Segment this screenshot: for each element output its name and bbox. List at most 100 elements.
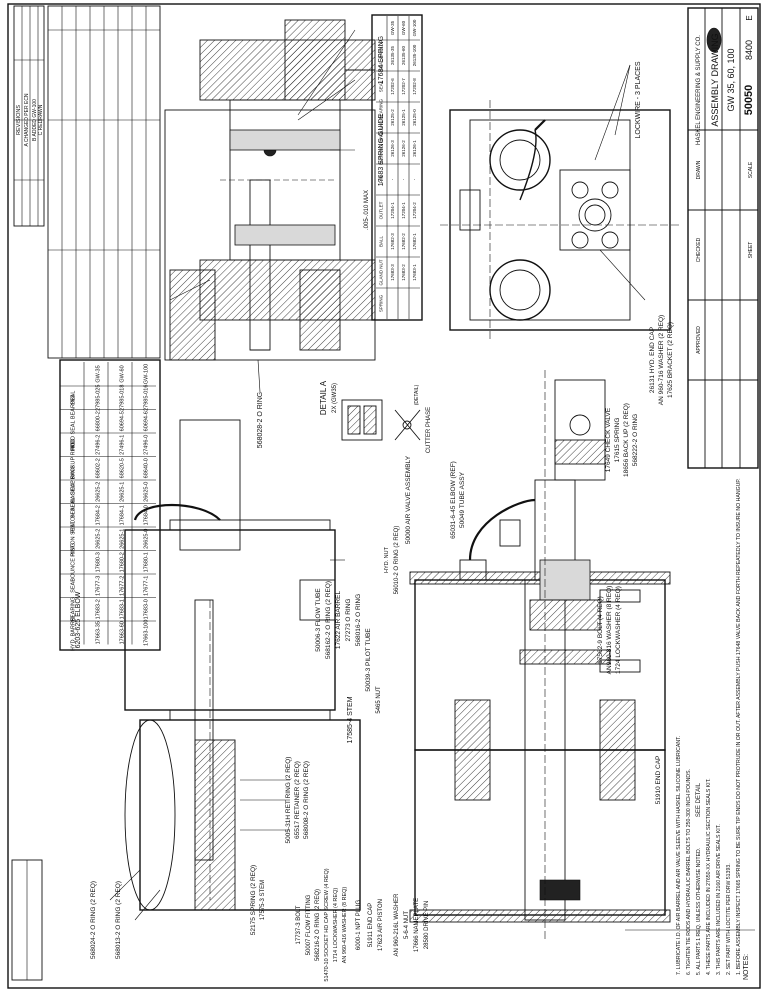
detail-a-leaders [169,29,356,393]
label-spring-17615: 17615 SPRING [614,418,621,463]
top-table-cell: 17663-100 [144,620,150,646]
detail-a-view [164,19,376,361]
top-table-cell: 27496-0 [144,435,150,455]
top-table-cell: 27985-016 [144,385,150,411]
lower-table-header: OUTLET [379,201,384,219]
lower-table-cell: 26126-2 [401,140,406,157]
top-table-cell: 17684-0 [144,505,150,525]
revision-header: REVISIONS [16,105,22,135]
top-table-cell: 27496-1 [120,435,126,455]
label-air-barrel: 17622 AIR BARREL [335,591,342,650]
company-name: HASKEL ENGINEERING & SUPPLY CO. [696,35,702,145]
revision-row-3: C REDRAWN [38,104,44,135]
label-flow-tube: 50006-3 FLOW TUBE [315,588,322,652]
label-oring-568028: 568028-2 O RING [257,392,264,448]
top-table-cell: 26625-2 [96,529,102,549]
top-table-cell: 60694-5 [120,411,126,431]
label-oring-568222: 568222-2 O RING [632,414,639,466]
lower-table-cell: 26135-100 [412,44,417,66]
label-spring-17684: 17684 SPRING [378,36,385,84]
lower-table-cell: - [412,178,417,180]
note-item: 1. BEFORE ASSEMBLY INSPECT 17665 SPRING … [736,478,742,975]
label-washer-716: AN 960-716 WASHER (2 REQ) [658,315,665,405]
label-drive-pin: 28580 DRIVE PIN [424,901,430,949]
note-item: 3. THIS PARTS ARE INCLUDED IN 2160 AIR D… [716,824,722,975]
label-flow-fitting: 50007 FLOW FITTING [306,894,312,955]
drawing-code: 8400 [744,40,754,60]
top-table-cell: 17683-2 [96,599,102,619]
top-table-cell: 17677-2 [120,576,126,596]
top-table-cell: 17683-1 [120,599,126,619]
label-hyd-nut: HYD. NUT [384,546,390,573]
haskel-logo-icon [706,27,722,53]
ecn-strip [47,5,161,359]
label-npt-plug: 6000-1 NPT PLUG [356,900,362,951]
lower-table-cell: 26126-1 [412,140,417,157]
label-washer-416: AN 960-416 WASHER (8 REQ) [342,887,348,964]
top-table-cell: 68620-5 [120,458,126,478]
label-oring-568216: 568216-2 O RING (2 REQ) [315,889,321,961]
label-bolt-17737: 17737-3 BOLT [296,905,302,944]
note-item: 5. ALL PARTS 1 REQ. UNLESS OTHERWISE NOT… [696,848,702,975]
label-oring-56010: 56010-2 O RING (2 REQ) [394,526,400,595]
lower-table-cell: 17204-1 [401,202,406,219]
lower-table-model: GW-60 [401,20,406,35]
label-oring-568008: 568008-2 O RING (2 REQ) [303,761,310,839]
lower-table-header: BUSHING RING [379,132,384,166]
top-table-cell: 26625-0 [144,529,150,549]
lower-table-cell: - [390,178,395,180]
lower-table-cell: 17202-8 [412,78,417,95]
drawing-title: ASSEMBLY DRAWING [710,33,720,126]
top-table-header: SEAL [70,579,76,593]
left-view-leaders [109,559,345,921]
scale-label: SCALE [748,161,754,178]
top-table-cell: 17677-1 [144,576,150,596]
label-oring-27273: 27273 O RING [345,599,352,642]
label-stem-17575: 17575-3 STEM [260,880,266,920]
main-section-view [409,370,671,940]
lower-table-cell: 17682-1 [412,233,417,250]
top-table-cell: 27985-018 [120,385,126,411]
lower-table-cell: 17682-2 [401,233,406,250]
note-item: 4. THESE PARTS ARE INCLUDED IN 27650-XX … [706,778,712,975]
top-table-cell: 26625-1 [120,529,126,549]
label-end-cap-51910: 51910 END CAP [655,756,662,805]
cutter-detail [341,399,421,441]
lower-table-cell: 26135-60 [401,46,406,66]
label-elbow-6203: 6203-625 ELBOW [75,591,82,648]
lower-table-cell: 26125-2 [390,109,395,126]
top-table-header: SEAL [70,391,76,405]
top-table-header: ROD SEAL BEARING [70,394,76,448]
label-nameplate: 17666 NAMEPLATE [414,898,420,952]
lower-table-header: BALL [379,236,384,248]
lower-table-cell: 17683-1 [412,264,417,281]
top-table-cell: 26625-0 [144,482,150,502]
end-view [440,100,680,340]
top-table-cell: 60694-6 [144,411,150,431]
top-table-cell: 17684-2 [96,505,102,525]
lower-table-cell: 17202-6 [390,78,395,95]
top-table-cell: 17680-2 [120,552,126,572]
top-table-header: PISTON SEAL [70,521,76,557]
top-table-cell: 68640-0 [144,458,150,478]
top-table-cell: 17680-3 [96,552,102,572]
note-item: 6. TIGHTEN TIE RODS AND HYDRAULIC BARREL… [686,769,692,975]
top-table-cell: 17684-1 [120,505,126,525]
label-gap: .005-.010 MAX [364,190,370,230]
label-spring-guide: 17683 SPRING GUIDE [378,113,385,186]
top-table-cell: 17683-0 [144,599,150,619]
label-pilot-tube: 50039-3 PILOT TUBE [365,628,372,692]
label-small-note: (DETAIL) [414,384,420,405]
label-oring-568016: 568016-2 O RING [355,594,362,646]
label-socket-cap: 51470-10 SOCKET HD CAP SCREW (4 REQ) [324,868,330,981]
label-see-detail: SEE DETAIL [696,782,702,817]
label-ret-ring: 5005-31H RET RING (2 REQ) [285,757,292,844]
sheet-border [7,3,761,989]
lower-table-cell: 17202-7 [401,78,406,95]
top-table-cell: 17677-3 [96,576,102,596]
label-lockwasher-1724: 1724 LOCKWASHER (4 REQ) [615,586,622,674]
top-table-model: GW-60 [120,365,126,382]
lower-table-cell: 17204-2 [412,202,417,219]
lower-table-cell: 26125-1 [401,109,406,126]
